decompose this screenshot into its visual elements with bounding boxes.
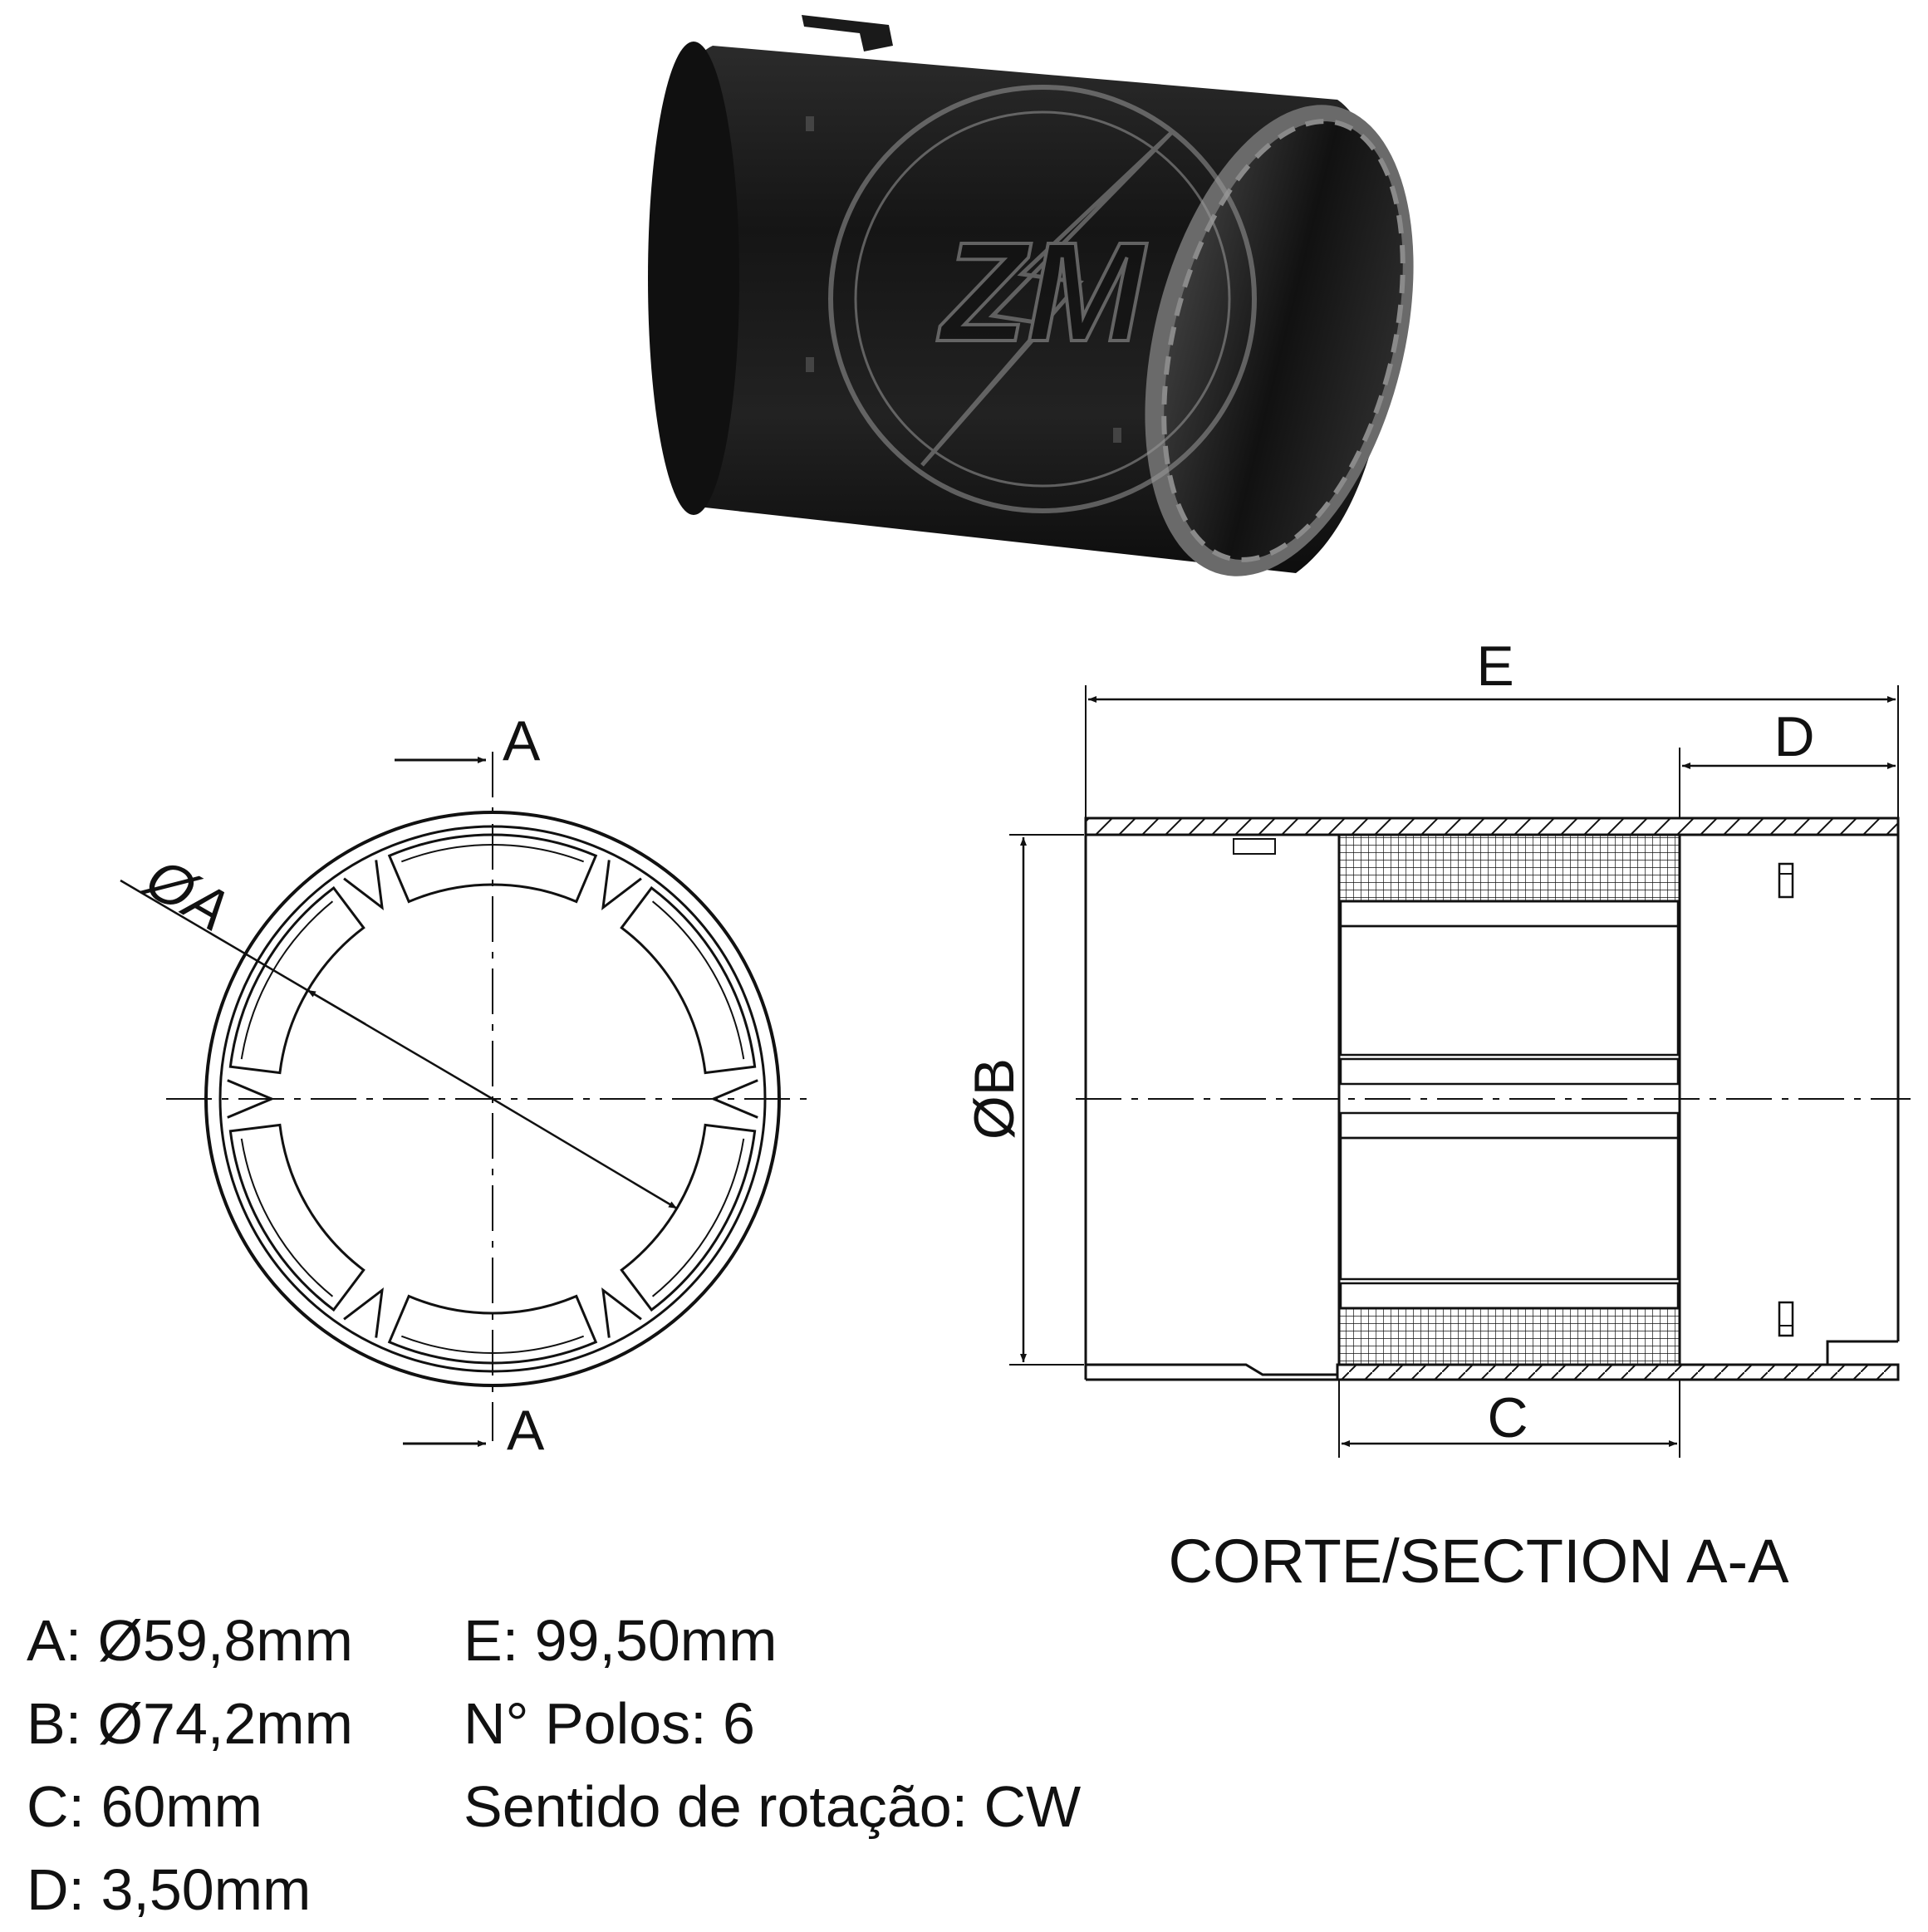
section-mark-bottom-label: A bbox=[507, 1399, 545, 1462]
spec-c: C: 60mm bbox=[27, 1774, 262, 1839]
magnet-face-band bbox=[1339, 1136, 1680, 1281]
magnet-segment bbox=[228, 885, 365, 1075]
magnet-section-top-hatch bbox=[1337, 833, 1681, 903]
magnet-segment bbox=[228, 1123, 365, 1312]
housing-wall-bottom bbox=[1336, 1363, 1900, 1381]
magnet-face-band bbox=[1339, 924, 1680, 1057]
magnet-section-bottom-hatch bbox=[1337, 1307, 1681, 1366]
spec-a: A: Ø59,8mm bbox=[27, 1608, 353, 1673]
magnet-segment bbox=[620, 1123, 757, 1312]
magnet-segment bbox=[620, 885, 757, 1075]
housing-slot-top bbox=[1778, 862, 1794, 899]
magnet-segment-edge bbox=[240, 900, 334, 1060]
magnet-face-band bbox=[1339, 1282, 1680, 1310]
housing-wall-bottom-step bbox=[1086, 1363, 1337, 1376]
dim-d-label: D bbox=[1773, 705, 1814, 768]
diameter-a-arrow-end bbox=[492, 1097, 678, 1210]
housing-right-notch bbox=[1826, 1340, 1898, 1365]
magnet-face-band bbox=[1339, 1111, 1680, 1140]
part-slot bbox=[806, 116, 814, 131]
dim-e-label: E bbox=[1476, 635, 1513, 698]
magnet-segment-edge bbox=[651, 900, 745, 1060]
spec-e: E: 99,50mm bbox=[464, 1608, 778, 1673]
housing-wall-top bbox=[1084, 816, 1900, 836]
specs-column-right: E: 99,50mm N° Polos: 6 Sentido de rotaçã… bbox=[464, 1599, 1081, 1848]
magnet-clip bbox=[710, 1079, 758, 1119]
diameter-a-leader bbox=[120, 879, 493, 1101]
part-photo: ZM bbox=[648, 15, 1414, 576]
magnet-segment bbox=[387, 833, 598, 904]
magnet-clip bbox=[343, 860, 384, 910]
section-caption: CORTE/SECTION A-A bbox=[1169, 1527, 1790, 1596]
magnet-clip bbox=[601, 1287, 642, 1338]
housing-tab bbox=[1233, 838, 1276, 855]
magnet-segment-edge bbox=[400, 843, 585, 863]
magnet-clip bbox=[601, 860, 642, 910]
magnet-face-band bbox=[1339, 1057, 1680, 1086]
magnet-segment bbox=[387, 1294, 598, 1365]
housing-inner-ring bbox=[218, 825, 767, 1373]
part-magnet-segments bbox=[1161, 119, 1406, 562]
specs-column-left: A: Ø59,8mm B: Ø74,2mm C: 60mm D: 3,50mm bbox=[27, 1599, 353, 1931]
part-slot bbox=[806, 357, 814, 372]
part-tab bbox=[802, 15, 893, 51]
housing-outer-ring bbox=[204, 811, 781, 1387]
part-left-end bbox=[648, 42, 739, 515]
spec-poles: N° Polos: 6 bbox=[464, 1691, 755, 1756]
dim-c-label: C bbox=[1487, 1386, 1528, 1449]
magnet-segment-edge bbox=[400, 1335, 585, 1355]
front-view bbox=[120, 752, 814, 1447]
diameter-a-label: ØA bbox=[134, 845, 240, 944]
part-slot bbox=[1113, 428, 1121, 443]
zm-logo-text: ZM bbox=[937, 213, 1147, 371]
housing-slot-bottom bbox=[1778, 1301, 1794, 1337]
dim-b-label: ØB bbox=[963, 1058, 1026, 1140]
magnet-segment-edge bbox=[651, 1138, 745, 1297]
magnet-clip bbox=[343, 1287, 384, 1338]
section-view bbox=[1009, 685, 1911, 1458]
magnet-clip bbox=[227, 1079, 275, 1119]
spec-b: B: Ø74,2mm bbox=[27, 1691, 353, 1756]
diameter-a-arrow-start bbox=[307, 988, 366, 1026]
magnet-segment-edge bbox=[240, 1138, 334, 1297]
magnet-segments bbox=[227, 833, 758, 1365]
spec-d: D: 3,50mm bbox=[27, 1857, 312, 1922]
part-inner-bore bbox=[1164, 121, 1403, 560]
magnet-face-band bbox=[1339, 900, 1680, 928]
spec-rotation: Sentido de rotação: CW bbox=[464, 1774, 1082, 1839]
section-mark-top-label: A bbox=[503, 709, 541, 772]
zm-watermark: ZM bbox=[828, 85, 1257, 513]
magnet-faces bbox=[1339, 900, 1680, 1310]
